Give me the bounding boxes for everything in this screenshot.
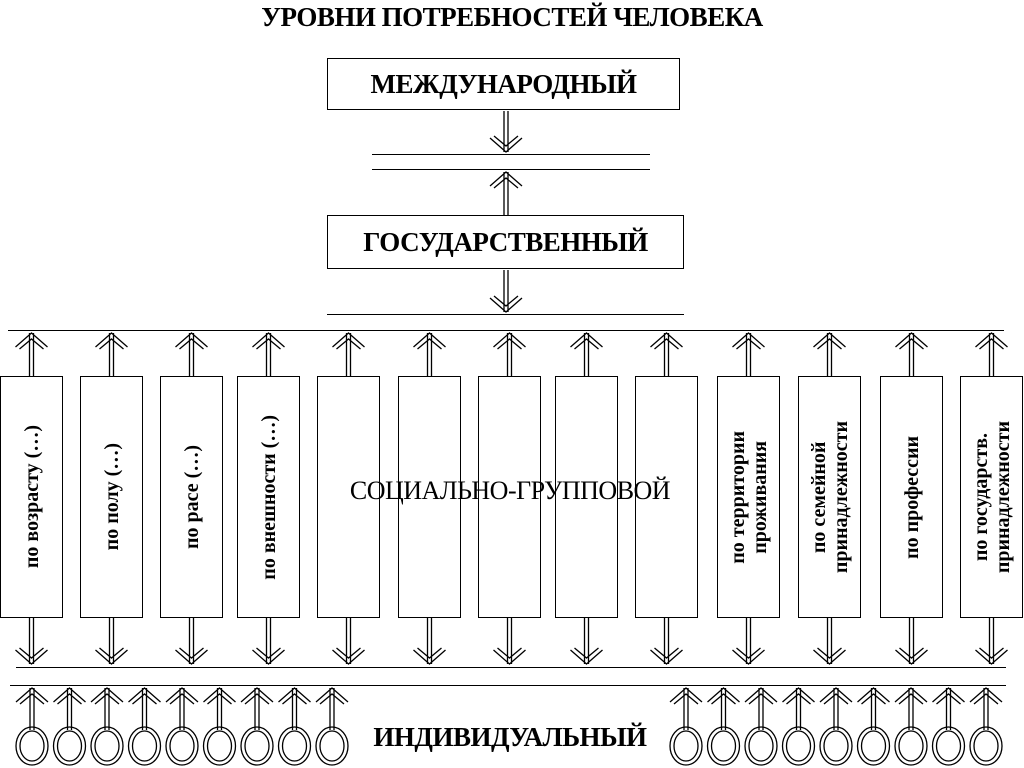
arrow-up-icon <box>175 332 208 376</box>
arrow-up-icon <box>128 687 161 730</box>
arrow-up-icon <box>165 687 199 730</box>
individual-circle-icon <box>127 726 162 766</box>
arrow-up-icon <box>315 687 349 730</box>
social-group-box: по семейной принадлежности <box>798 376 861 618</box>
arrow-up-icon <box>332 332 365 376</box>
level-individual-label: ИНДИВИДУАЛЬНЫЙ <box>373 722 647 752</box>
arrow-down-icon <box>489 111 523 153</box>
individual-circle-icon <box>52 726 87 766</box>
individual-circle-icon <box>894 726 928 766</box>
individual-circle-icon <box>819 726 853 766</box>
level-state: ГОСУДАРСТВЕННЫЙ <box>327 215 684 269</box>
arrow-down-icon <box>813 618 846 665</box>
individual-circle-icon <box>277 726 312 766</box>
divider-line <box>372 169 650 170</box>
arrow-down-icon <box>493 618 526 665</box>
arrow-down-icon <box>650 618 683 665</box>
arrow-up-icon <box>707 687 740 730</box>
arrow-up-icon <box>975 332 1008 376</box>
arrow-down-icon <box>570 618 603 665</box>
arrow-up-icon <box>53 687 86 730</box>
arrow-up-icon <box>15 332 48 376</box>
arrow-up-icon <box>813 332 846 376</box>
level-international: МЕЖДУНАРОДНЫЙ <box>327 58 680 110</box>
arrow-up-icon <box>240 687 274 730</box>
arrow-down-icon <box>252 618 285 665</box>
social-group-box <box>398 376 461 618</box>
individual-circle-icon <box>315 726 349 766</box>
arrow-up-icon <box>90 687 124 730</box>
arrow-up-icon <box>969 687 1003 730</box>
arrow-down-icon <box>413 618 446 665</box>
social-group-box: по профессии <box>880 376 943 618</box>
arrow-down-icon <box>175 618 208 665</box>
arrow-up-icon <box>669 687 703 730</box>
individual-circle-icon <box>969 726 1003 766</box>
arrow-up-icon <box>252 332 285 376</box>
individual-circle-icon <box>931 726 966 766</box>
arrow-up-icon <box>857 687 890 730</box>
social-group-box <box>317 376 380 618</box>
social-group-box: по возрасту (…) <box>0 376 63 618</box>
divider-line <box>372 154 650 155</box>
arrow-up-icon <box>782 687 815 730</box>
divider-line <box>327 314 684 315</box>
individual-circle-icon <box>165 726 199 766</box>
arrow-up-icon <box>895 332 928 376</box>
arrow-up-icon <box>413 332 446 376</box>
arrow-up-icon <box>278 687 311 730</box>
social-group-box: по внешности (…) <box>237 376 300 618</box>
arrow-down-icon <box>95 618 128 665</box>
social-group-box: по территории проживания <box>717 376 780 618</box>
arrow-up-icon <box>744 687 778 730</box>
arrow-down-icon <box>895 618 928 665</box>
arrow-up-icon <box>894 687 928 730</box>
individual-circle-icon <box>669 726 703 766</box>
individual-circle-icon <box>781 726 816 766</box>
individual-circle-icon <box>15 726 49 766</box>
social-group-box <box>478 376 541 618</box>
arrow-up-icon <box>95 332 128 376</box>
individual-circle-icon <box>90 726 124 766</box>
diagram-title: УРОВНИ ПОТРЕБНОСТЕЙ ЧЕЛОВЕКА <box>261 2 763 32</box>
arrow-up-icon <box>493 332 526 376</box>
level-state-label: ГОСУДАРСТВЕННЫЙ <box>363 226 648 257</box>
individual-circle-icon <box>856 726 891 766</box>
arrow-down-icon <box>489 270 523 313</box>
individual-circle-icon <box>202 726 237 766</box>
arrow-up-icon <box>203 687 236 730</box>
individual-top-line <box>10 685 1006 686</box>
arrow-up-icon <box>819 687 853 730</box>
arrow-up-icon <box>650 332 683 376</box>
level-social-group-label: СОЦИАЛЬНО-ГРУППОВОЙ <box>349 476 671 505</box>
arrow-down-icon <box>15 618 48 665</box>
arrow-up-icon <box>932 687 965 730</box>
individual-circle-icon <box>240 726 274 766</box>
arrow-down-icon <box>332 618 365 665</box>
social-group-box: по государств. принадлежности <box>960 376 1023 618</box>
level-international-label: МЕЖДУНАРОДНЫЙ <box>370 68 638 99</box>
arrow-down-icon <box>732 618 765 665</box>
social-bottom-line <box>16 667 1006 668</box>
arrow-up-icon <box>732 332 765 376</box>
arrow-up-icon <box>15 687 49 730</box>
arrow-up-icon <box>489 171 523 215</box>
social-group-box: по полу (…) <box>80 376 143 618</box>
individual-circle-icon <box>744 726 778 766</box>
social-group-box <box>635 376 698 618</box>
social-group-box <box>555 376 618 618</box>
arrow-down-icon <box>975 618 1008 665</box>
individual-circle-icon <box>706 726 741 766</box>
arrow-up-icon <box>570 332 603 376</box>
social-group-box: по расе (…) <box>160 376 223 618</box>
social-top-line <box>8 330 1004 331</box>
